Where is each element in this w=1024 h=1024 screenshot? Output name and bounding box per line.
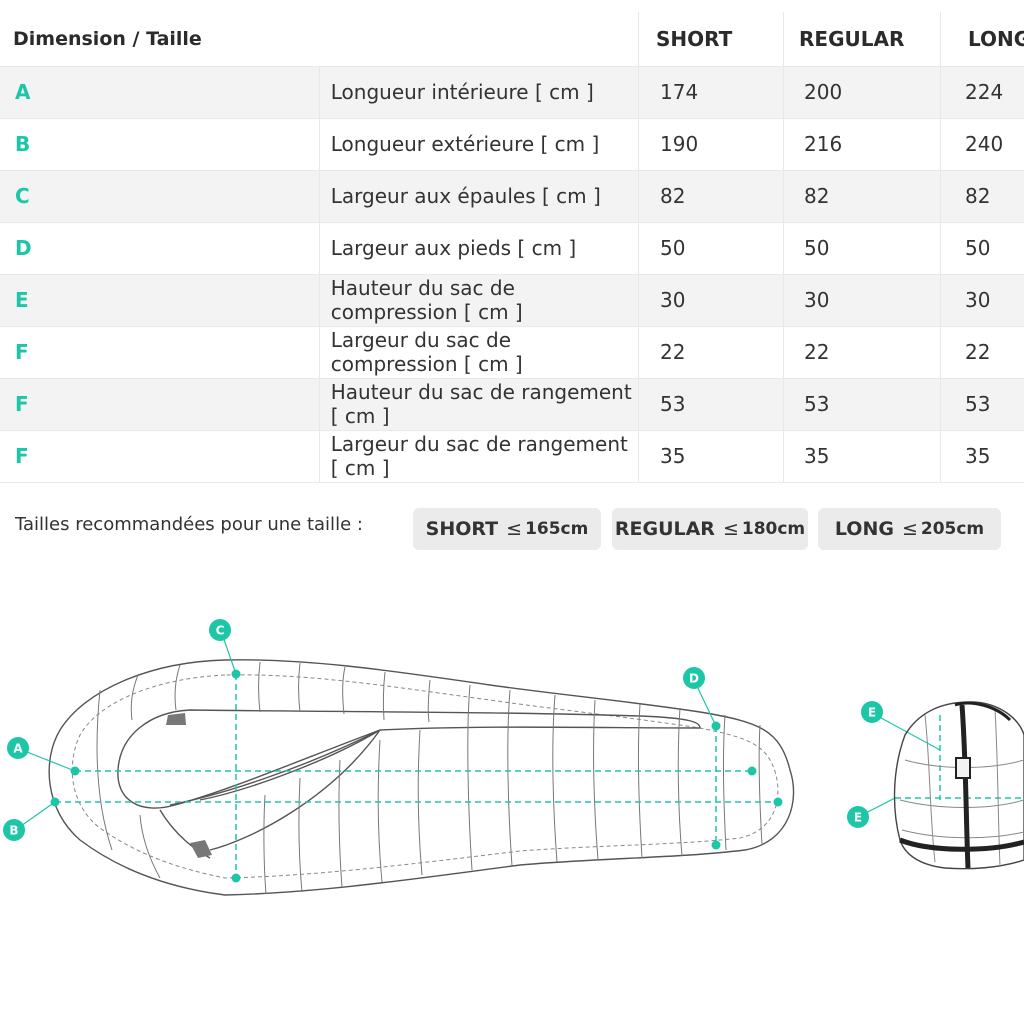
row-label: Longueur extérieure [ cm ]: [319, 118, 640, 171]
row-value-long: 30: [940, 274, 1024, 327]
table-row: F Largeur du sac de compression [ cm ] 2…: [0, 326, 1024, 379]
row-value-regular: 200: [783, 66, 941, 119]
size-table: Dimension / Taille SHORT REGULAR LONG A …: [0, 12, 1024, 483]
header-dimension: Dimension / Taille: [0, 12, 639, 67]
row-value-long: 82: [940, 170, 1024, 223]
hood-opening: [117, 709, 701, 809]
sleeping-bag-diagram: A B C D E E: [3, 619, 1024, 896]
recommended-sizes-label: Tailles recommandées pour une taille :: [15, 514, 363, 535]
row-label: Largeur du sac de rangement [ cm ]: [319, 430, 640, 483]
row-value-short: 50: [638, 222, 784, 275]
row-label: Hauteur du sac de rangement [ cm ]: [319, 378, 640, 431]
table-row: B Longueur extérieure [ cm ] 190 216 240: [0, 118, 1024, 171]
marker-b: B: [3, 819, 25, 841]
badge-long: LONG ≤205cm: [818, 508, 1001, 550]
row-value-regular: 30: [783, 274, 941, 327]
table-row: A Longueur intérieure [ cm ] 174 200 224: [0, 66, 1024, 119]
row-value-regular: 22: [783, 326, 941, 379]
svg-text:A: A: [13, 742, 23, 756]
marker-a: A: [7, 737, 29, 759]
row-value-long: 35: [940, 430, 1024, 483]
svg-text:C: C: [216, 624, 225, 638]
table-row: D Largeur aux pieds [ cm ] 50 50 50: [0, 222, 1024, 275]
row-label: Largeur aux épaules [ cm ]: [319, 170, 640, 223]
compression-sack: [893, 701, 1024, 870]
row-value-regular: 53: [783, 378, 941, 431]
sleeping-bag-outline: [48, 659, 795, 896]
row-value-regular: 82: [783, 170, 941, 223]
row-value-long: 53: [940, 378, 1024, 431]
row-value-short: 35: [638, 430, 784, 483]
svg-text:E: E: [868, 706, 876, 720]
marker-c: C: [209, 619, 231, 641]
less-equal-symbol: ≤: [901, 518, 918, 540]
badge-regular: REGULAR ≤180cm: [612, 508, 808, 550]
row-value-short: 53: [638, 378, 784, 431]
row-letter: B: [0, 118, 320, 171]
row-letter: F: [0, 326, 320, 379]
table-row: E Hauteur du sac de compression [ cm ] 3…: [0, 274, 1024, 327]
row-value-short: 22: [638, 326, 784, 379]
table-row: F Hauteur du sac de rangement [ cm ] 53 …: [0, 378, 1024, 431]
measurement-markers: A B C D E E: [3, 619, 883, 841]
row-value-long: 240: [940, 118, 1024, 171]
badge-size: SHORT: [425, 518, 499, 540]
marker-e-bottom: E: [847, 806, 869, 828]
table-header-row: Dimension / Taille SHORT REGULAR LONG: [0, 12, 1024, 67]
svg-text:E: E: [854, 811, 862, 825]
less-equal-symbol: ≤: [722, 518, 739, 540]
badge-short: SHORT ≤165cm: [413, 508, 601, 550]
row-value-short: 30: [638, 274, 784, 327]
row-letter: E: [0, 274, 320, 327]
badge-size: LONG: [834, 518, 894, 540]
badge-size: REGULAR: [614, 518, 715, 540]
row-label: Hauteur du sac de compression [ cm ]: [319, 274, 640, 327]
row-letter: F: [0, 430, 320, 483]
row-value-long: 224: [940, 66, 1024, 119]
row-value-long: 50: [940, 222, 1024, 275]
row-label: Largeur aux pieds [ cm ]: [319, 222, 640, 275]
row-letter: A: [0, 66, 320, 119]
svg-text:D: D: [689, 672, 699, 686]
table-row: C Largeur aux épaules [ cm ] 82 82 82: [0, 170, 1024, 223]
badge-value: 180cm: [741, 519, 806, 539]
row-value-short: 82: [638, 170, 784, 223]
svg-text:B: B: [9, 824, 18, 838]
badge-value: 165cm: [525, 519, 589, 539]
header-long: LONG: [940, 12, 1024, 67]
header-short: SHORT: [638, 12, 784, 67]
header-regular: REGULAR: [783, 12, 941, 67]
marker-d: D: [683, 667, 705, 689]
less-equal-symbol: ≤: [506, 518, 523, 540]
row-letter: C: [0, 170, 320, 223]
row-label: Largeur du sac de compression [ cm ]: [319, 326, 640, 379]
row-value-regular: 50: [783, 222, 941, 275]
table-row: F Largeur du sac de rangement [ cm ] 35 …: [0, 430, 1024, 483]
row-value-short: 174: [638, 66, 784, 119]
row-value-short: 190: [638, 118, 784, 171]
badge-value: 205cm: [920, 519, 985, 539]
row-value-regular: 35: [783, 430, 941, 483]
row-letter: F: [0, 378, 320, 431]
row-value-regular: 216: [783, 118, 941, 171]
row-label: Longueur intérieure [ cm ]: [319, 66, 640, 119]
marker-e-top: E: [861, 701, 883, 723]
row-value-long: 22: [940, 326, 1024, 379]
row-letter: D: [0, 222, 320, 275]
